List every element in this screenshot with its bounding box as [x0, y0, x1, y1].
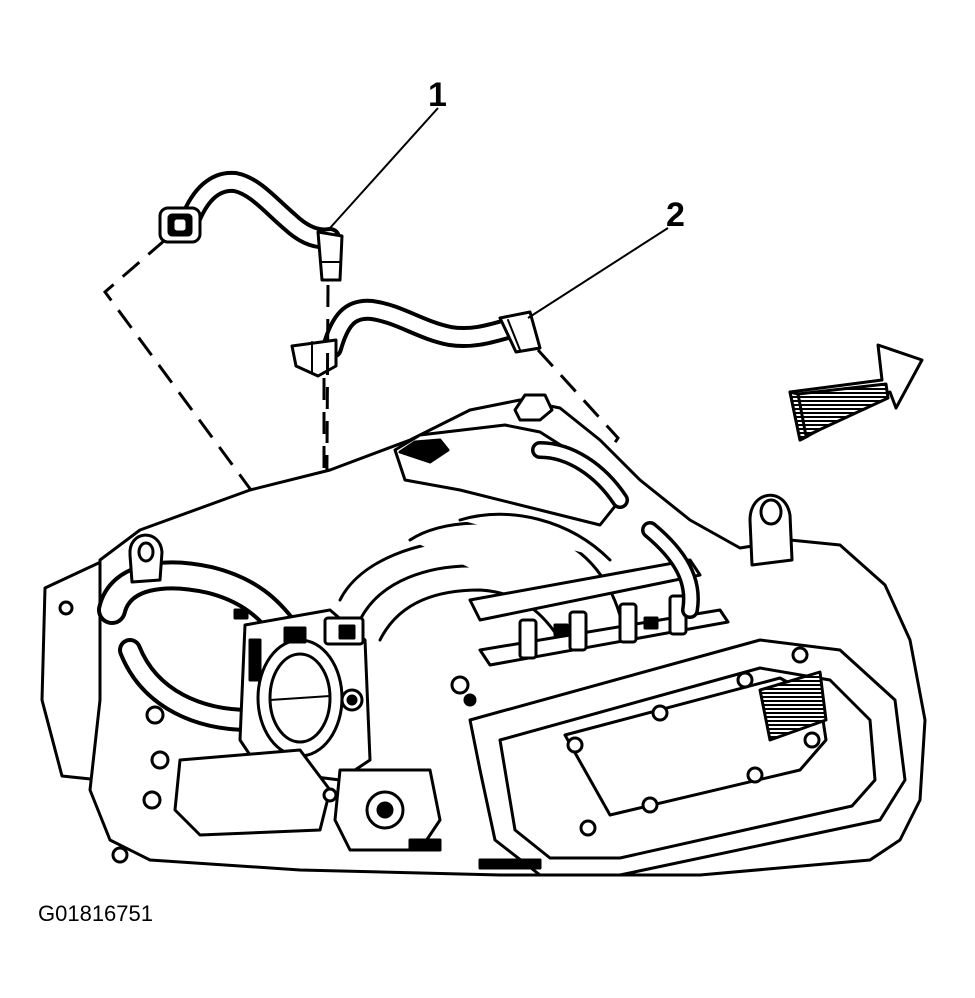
leader-lines: [329, 107, 669, 319]
callout-1: 1: [428, 76, 447, 114]
figure-id: G01816751: [38, 901, 153, 926]
direction-arrow-icon: [788, 343, 924, 442]
engine-assembly: [40, 393, 927, 877]
callout-2: 2: [666, 196, 685, 234]
hose-1: [158, 170, 344, 282]
